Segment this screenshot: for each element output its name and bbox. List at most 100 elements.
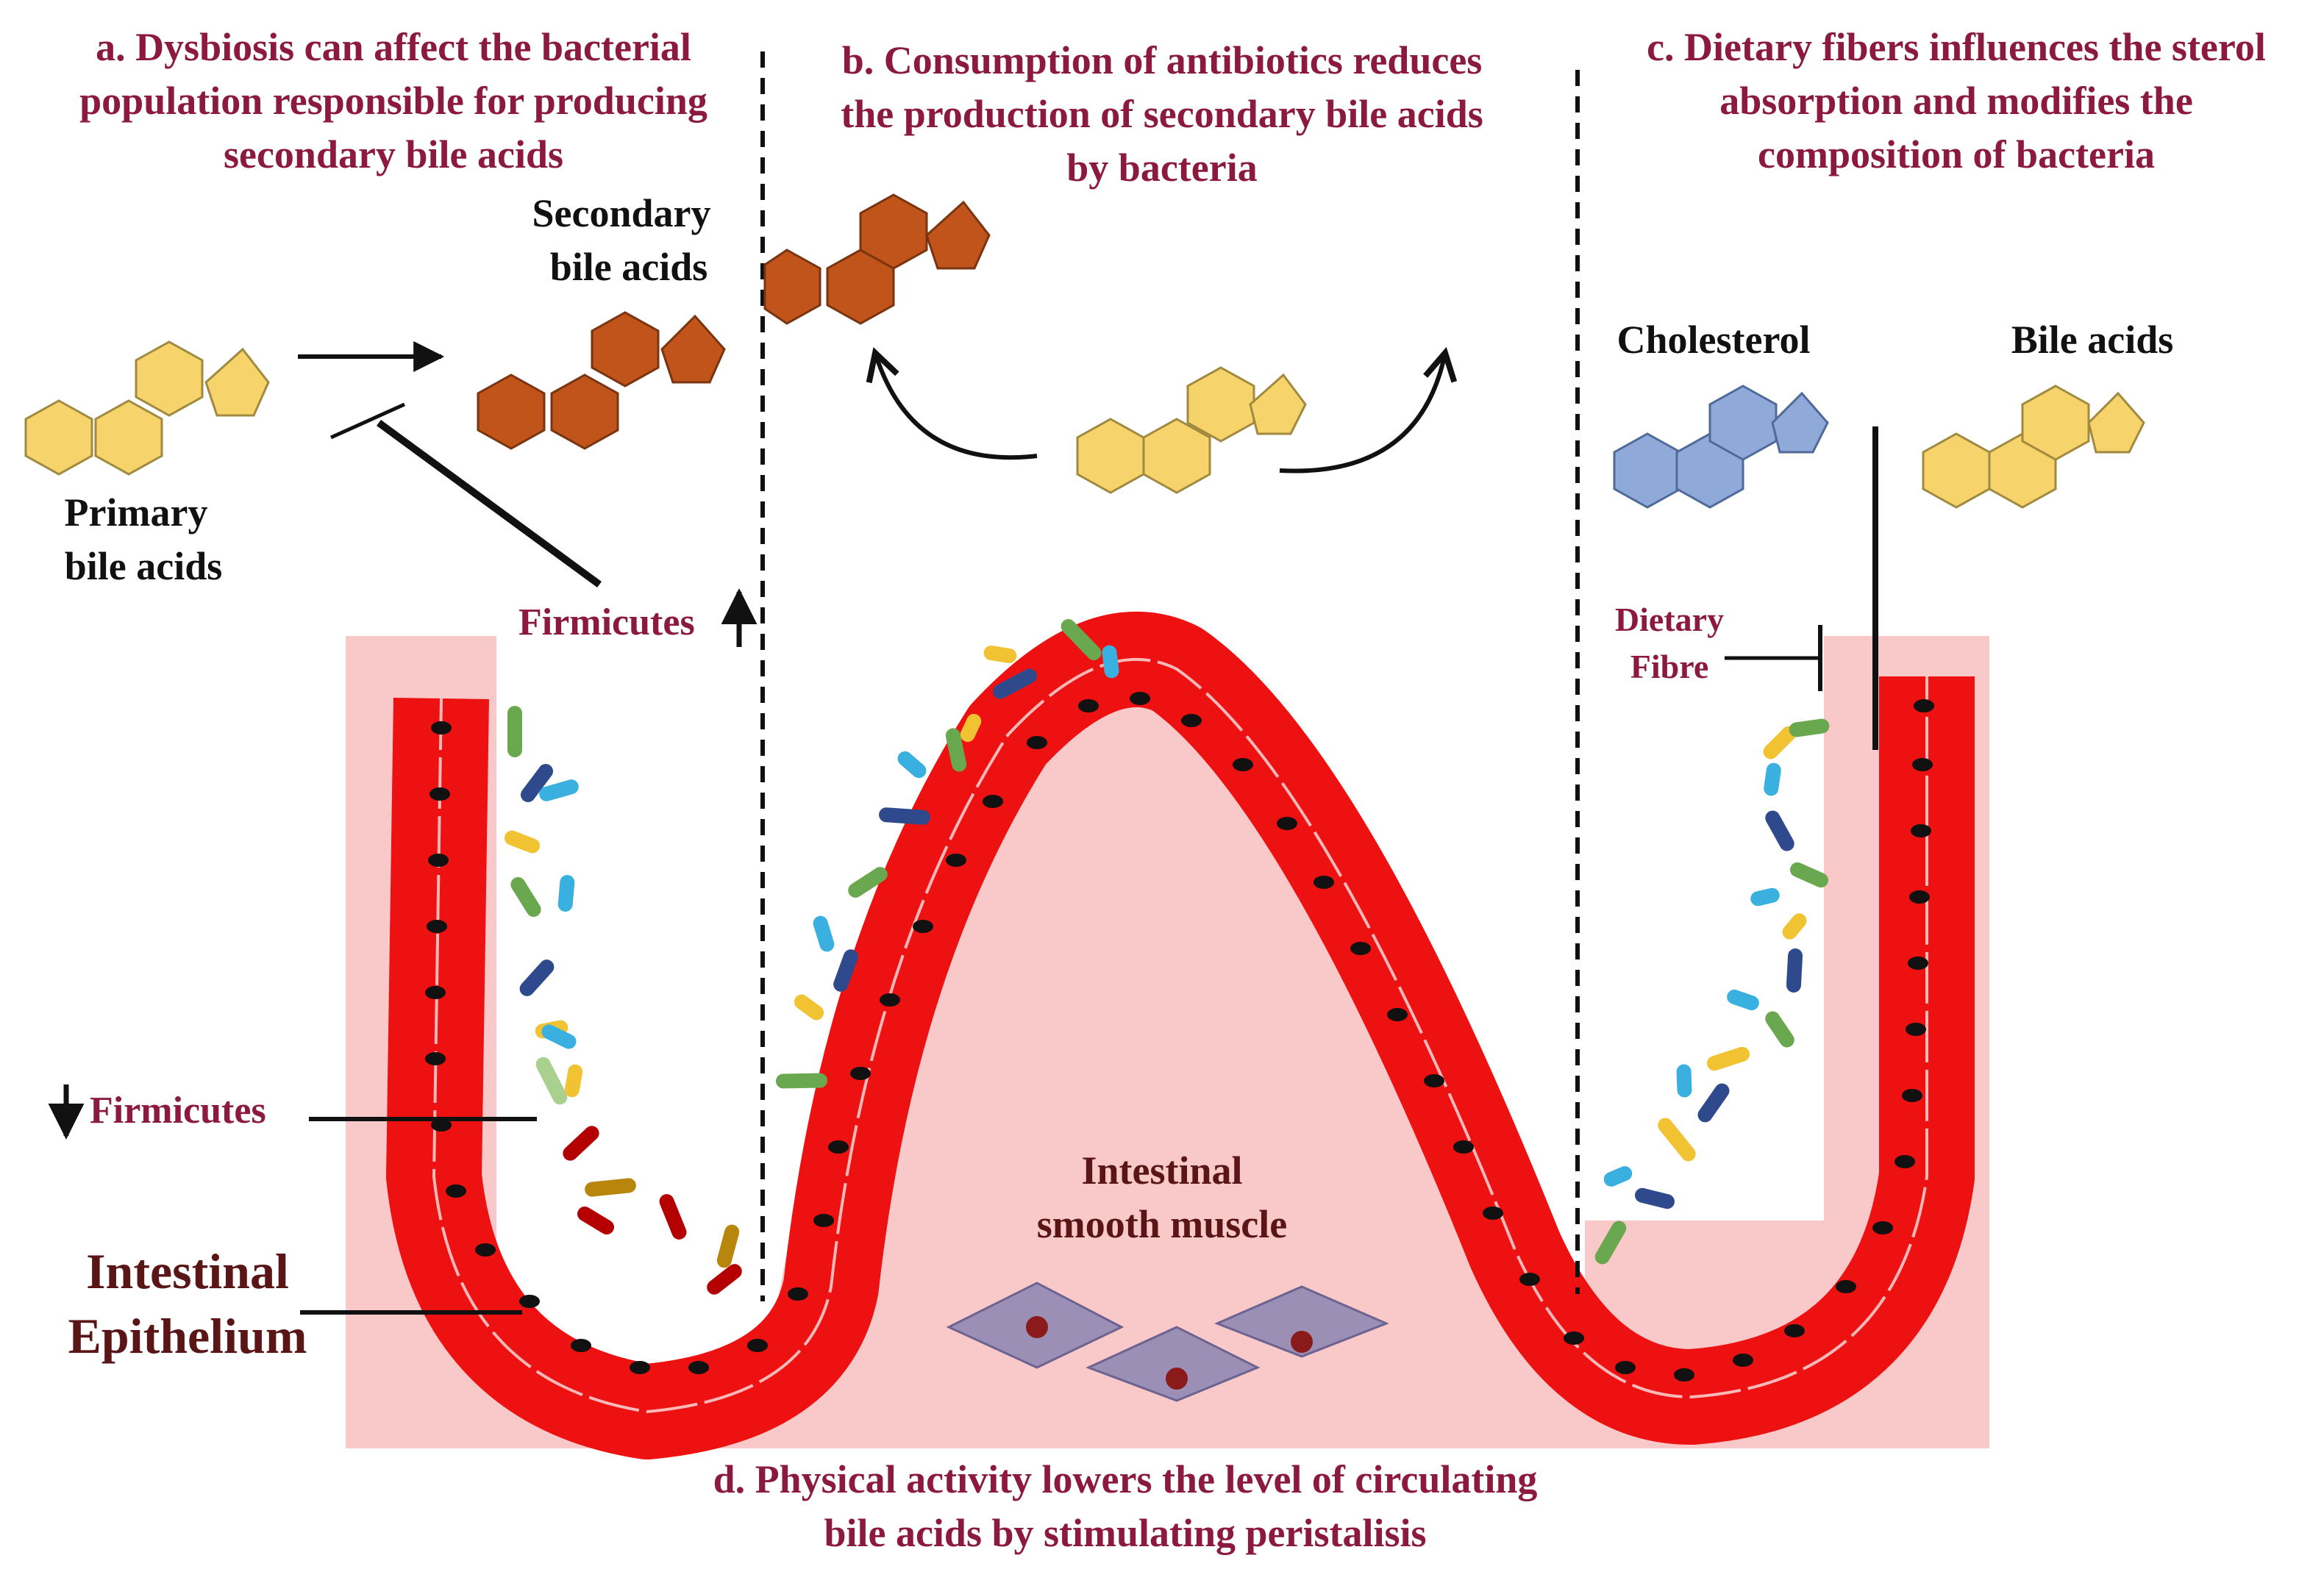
secondary-bile-acids-label: Secondary bile acids	[532, 191, 711, 289]
bacterium	[993, 668, 1037, 699]
muscle-cell	[946, 1282, 1124, 1369]
secondary-bile-acid-molecule-b	[763, 193, 991, 325]
bacterium	[1764, 762, 1781, 796]
svg-text:Primary: Primary	[65, 490, 208, 535]
gut-bacteria	[504, 619, 1830, 1295]
cell-nucleus	[1387, 1008, 1408, 1021]
cell-nucleus	[446, 1184, 466, 1198]
cell-nucleus	[1911, 824, 1931, 837]
cell-nucleus	[1733, 1354, 1753, 1367]
bacterium	[1102, 645, 1119, 679]
bacterium	[520, 764, 554, 802]
bacterium	[1727, 989, 1759, 1011]
cell-nucleus	[571, 1339, 591, 1352]
cell-nucleus	[1453, 1140, 1474, 1154]
cell-nucleus	[828, 1140, 849, 1154]
dietary-fibre-label: Dietary Fibre	[1615, 601, 1724, 685]
cell-nucleus	[1181, 714, 1202, 727]
bacterium	[813, 915, 835, 952]
cell-nucleus	[1912, 758, 1933, 771]
secondary-bile-acid-molecule-a	[477, 311, 726, 450]
intestinal-epithelium-label: Intestinal Epithelium	[68, 1243, 307, 1364]
cell-nucleus	[1895, 1155, 1915, 1168]
cell-nucleus	[946, 854, 966, 867]
svg-text:by bacteria: by bacteria	[1066, 146, 1257, 190]
bacterium	[897, 751, 927, 779]
bacterium	[1658, 1118, 1696, 1162]
bacterium	[1789, 718, 1830, 737]
cell-nucleus	[1233, 758, 1253, 771]
cell-nucleus	[1908, 957, 1928, 970]
cell-nucleus	[428, 854, 449, 867]
cell-nucleus	[1564, 1332, 1584, 1345]
cell-nucleus	[880, 993, 900, 1007]
caption-b: b. Consumption of antibiotics reduces th…	[841, 38, 1483, 190]
cell-nucleus	[1350, 942, 1371, 955]
bile-acids-label-c: Bile acids	[2011, 318, 2174, 362]
cell-nucleus	[475, 1243, 496, 1257]
antibiotic-arrow-right	[1279, 353, 1445, 473]
primary-bile-acid-molecule-a	[24, 340, 270, 476]
bacterium	[510, 877, 541, 917]
svg-text:absorption and modifies the: absorption and modifies the	[1719, 79, 2193, 123]
primary-bile-acid-molecule-b	[1076, 366, 1307, 494]
cell-nucleus	[1078, 699, 1099, 712]
bacterium	[1782, 913, 1807, 940]
cell-nucleus	[1784, 1324, 1805, 1337]
cell-nucleus	[1909, 890, 1930, 904]
bacterium	[557, 875, 575, 912]
svg-text:bile acids: bile acids	[65, 544, 223, 588]
bacterium	[1790, 862, 1828, 888]
bacterium	[848, 867, 888, 898]
cell-nucleus	[519, 1295, 540, 1308]
bacterium	[659, 1194, 687, 1240]
bacterium	[833, 949, 858, 992]
svg-text:Epithelium: Epithelium	[68, 1308, 307, 1364]
cell-nucleus	[913, 920, 933, 933]
bacterium	[1706, 1046, 1750, 1071]
bacterium	[539, 779, 579, 801]
cell-nucleus	[431, 1118, 452, 1132]
bacterium	[1676, 1064, 1692, 1098]
cell-nucleus	[427, 920, 447, 933]
cell-nuclei	[425, 692, 1934, 1382]
firmicutes-down-label: Firmicutes	[90, 1090, 266, 1132]
cell-nucleus	[1872, 1221, 1893, 1234]
svg-text:population responsible for pro: population responsible for producing	[79, 79, 707, 123]
svg-text:composition of bacteria: composition of bacteria	[1758, 132, 2155, 176]
cell-nucleus	[688, 1361, 709, 1374]
cell-nucleus	[1277, 817, 1297, 830]
bacterium	[585, 1178, 636, 1197]
svg-text:b. Consumption of antibiotics: b. Consumption of antibiotics reduces	[842, 38, 1483, 82]
muscle-cell	[1086, 1326, 1261, 1402]
bacterium	[1603, 1166, 1633, 1187]
bacterium	[879, 807, 930, 825]
cholesterol-molecule	[1613, 385, 1829, 509]
bacterium	[564, 1064, 583, 1098]
cell-nucleus	[788, 1287, 808, 1301]
bacterium	[716, 1224, 740, 1268]
bacterium	[577, 1206, 615, 1235]
antibiotic-arrow-left	[875, 353, 1038, 460]
svg-text:Secondary: Secondary	[532, 191, 711, 235]
bacterium	[1594, 1220, 1627, 1265]
svg-text:Intestinal: Intestinal	[1081, 1148, 1242, 1193]
bacterium	[1061, 619, 1102, 660]
primary-bile-acid-molecule-c	[1922, 385, 2145, 509]
svg-text:Dietary: Dietary	[1615, 601, 1724, 638]
caption-a: a. Dysbiosis can affect the bacterial po…	[79, 25, 707, 176]
muscle-cell	[1214, 1285, 1389, 1358]
cell-nucleus	[1914, 699, 1934, 712]
caption-c: c. Dietary fibers influences the sterol …	[1647, 25, 2266, 176]
cell-nucleus	[1027, 736, 1047, 749]
cell-nucleus	[850, 1067, 871, 1080]
svg-text:secondary bile acids: secondary bile acids	[224, 132, 563, 176]
bacterium	[1697, 1083, 1730, 1123]
caption-d: d. Physical activity lowers the level of…	[713, 1457, 1538, 1555]
bacterium	[507, 706, 522, 757]
bacterium	[960, 713, 982, 743]
svg-text:a. Dysbiosis can affect the ba: a. Dysbiosis can affect the bacterial	[96, 25, 691, 69]
bacterium	[1635, 1187, 1675, 1209]
bacterium	[519, 959, 555, 996]
